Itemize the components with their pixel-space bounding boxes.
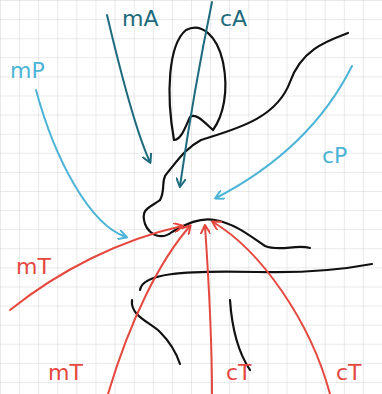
region-label: cT — [226, 362, 252, 384]
arrow-mt — [10, 226, 182, 310]
region-label: mT — [16, 256, 51, 278]
region-label: cP — [322, 145, 347, 167]
anatomy-outline — [132, 28, 372, 370]
arrow-ca — [180, 2, 212, 186]
arrow-ct — [205, 226, 212, 394]
arrow-cp — [216, 66, 352, 198]
region-label: mT — [48, 362, 83, 384]
region-label: cT — [336, 362, 362, 384]
arrow-mp — [36, 90, 126, 237]
leader-arrows — [10, 2, 352, 394]
arrow-ma — [107, 15, 150, 162]
arrow-mt — [108, 226, 190, 394]
region-label: mA — [122, 8, 158, 30]
arrow-ct — [213, 222, 330, 394]
region-label: cA — [220, 8, 247, 30]
region-label: mP — [10, 60, 45, 82]
